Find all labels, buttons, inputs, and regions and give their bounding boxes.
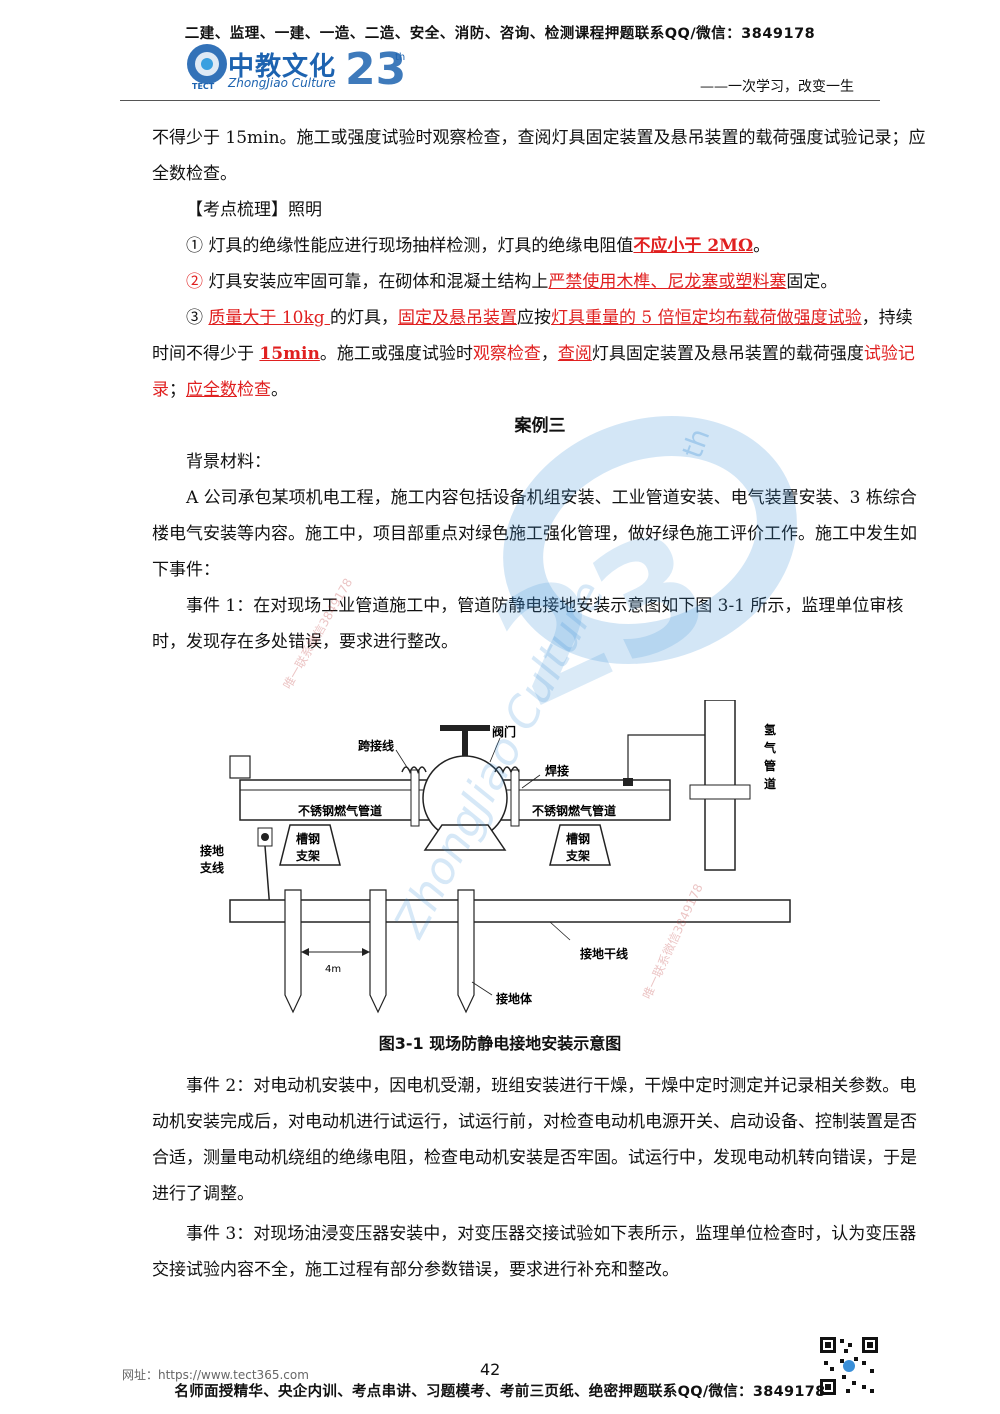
label-weld: 焊接 [545,763,569,778]
label-ground-2: 支线 [199,860,224,875]
key-point-1: ① 灯具的绝缘性能应进行现场抽样检测，灯具的绝缘电阻值不应小于 2MΩ。 [186,236,771,256]
label-support-left: 支架 [295,848,320,863]
key-point-1-highlight: 不应小于 2MΩ [633,236,754,256]
key-points-heading: 【考点梳理】照明 [186,200,322,220]
ground-rod-3 [457,889,475,1014]
event-1-text: 事件 1：在对现场工业管道施工中，管道防静电接地安装示意图如下图 3-1 所示，… [152,596,904,652]
flange-left [410,769,420,827]
label-ground-main: 接地干线 [580,946,628,961]
ground-rod-1 [284,889,302,1014]
grounding-diagram: 跨接线 阀门 焊接 氢 气 管 道 不锈钢燃气管道 不锈钢燃气管道 槽钢 支架 … [199,700,791,1014]
header-divider [120,100,880,101]
jumper-coil-right [494,766,520,775]
key-point-2-highlight: 严禁使用木榫、尼龙塞或塑料塞 [548,272,787,292]
hydrogen-flange [689,784,751,800]
page-number: 42 [480,1360,501,1379]
background-label: 背景材料： [186,452,271,472]
ground-rod-2 [369,889,387,1014]
logo-english-name: ZhongJiao Culture [228,76,336,90]
jumper-to-hydrogen [627,734,705,780]
label-jumper: 跨接线 [358,738,394,753]
jumper-coil-left [401,766,427,775]
logo-tect: TECT [192,82,215,91]
logo-chinese-name: 中教文化 [228,52,337,82]
label-support-right: 支架 [565,848,590,863]
footer-url: 网址：https://www.tect365.com [122,1368,309,1382]
label-hydrogen-1: 氢 [764,722,776,737]
event-3-text: 事件 3：对现场油浸变压器安装中，对变压器交接试验如下表所示，监理单位检查时，认… [152,1224,917,1280]
header-motto: ——一次学习，改变一生 [700,79,854,95]
figure-caption: 图3-1 现场防静电接地安装示意图 [378,1034,622,1053]
valve-base [423,824,507,851]
text-block-lower: 事件 2：对电动机安装中，因电机受潮，班组安装进行干燥，干燥中定时测定并记录相关… [152,1068,928,1288]
ground-main-bar [229,899,791,923]
label-channel-right: 槽钢 [566,831,590,846]
qr-code [818,1335,880,1397]
background-text: A 公司承包某项机电工程，施工内容包括设备机组安装、工业管道安装、电气装置安装、… [152,488,917,580]
label-ground-rod: 接地体 [496,991,533,1006]
label-pipe-right: 不锈钢燃气管道 [532,803,616,818]
case-title: 案例三 [514,416,566,436]
channel-support-right [549,824,611,866]
text-block-upper: 不得少于 15min。施工或强度试验时观察检查，查阅灯具固定装置及悬吊装置的载荷… [152,120,928,660]
key-point-2: ② 灯具安装应牢固可靠，在砌体和混凝土结构上严禁使用木榫、尼龙塞或塑料塞固定。 [186,272,838,292]
label-spacing: 4m [325,964,341,975]
label-pipe-left: 不锈钢燃气管道 [298,803,382,818]
header-contact-line: 二建、监理、一建、一造、二造、安全、消防、咨询、检测课程押题联系QQ/微信：38… [184,26,816,42]
logo-anniversary-suffix: th [395,52,405,63]
label-ground-1: 接地 [200,843,224,858]
label-channel-left: 槽钢 [296,831,320,846]
logo-anniversary-number: 23 [345,44,406,95]
company-logo: 23 th [187,44,406,95]
flange-right [510,769,520,827]
label-hydrogen-3: 管 [764,758,776,773]
label-hydrogen-4: 道 [764,776,776,791]
paragraph-continuation: 不得少于 15min。施工或强度试验时观察检查，查阅灯具固定装置及悬吊装置的载荷… [152,128,926,184]
label-valve: 阀门 [492,724,516,739]
channel-support-left [279,824,341,866]
label-hydrogen-2: 气 [763,740,776,755]
event-2-text: 事件 2：对电动机安装中，因电机受潮，班组安装进行干燥，干燥中定时测定并记录相关… [152,1076,917,1204]
key-point-3: ③ 质量大于 10kg 的灯具，固定及悬吊装置应按灯具重量的 5 倍恒定均布载荷… [152,308,915,400]
footer-contact-line: 名师面授精华、央企内训、考点串讲、习题模考、考前三页纸、绝密押题联系QQ/微信：… [174,1384,826,1400]
pipe-end-cap [229,755,251,779]
